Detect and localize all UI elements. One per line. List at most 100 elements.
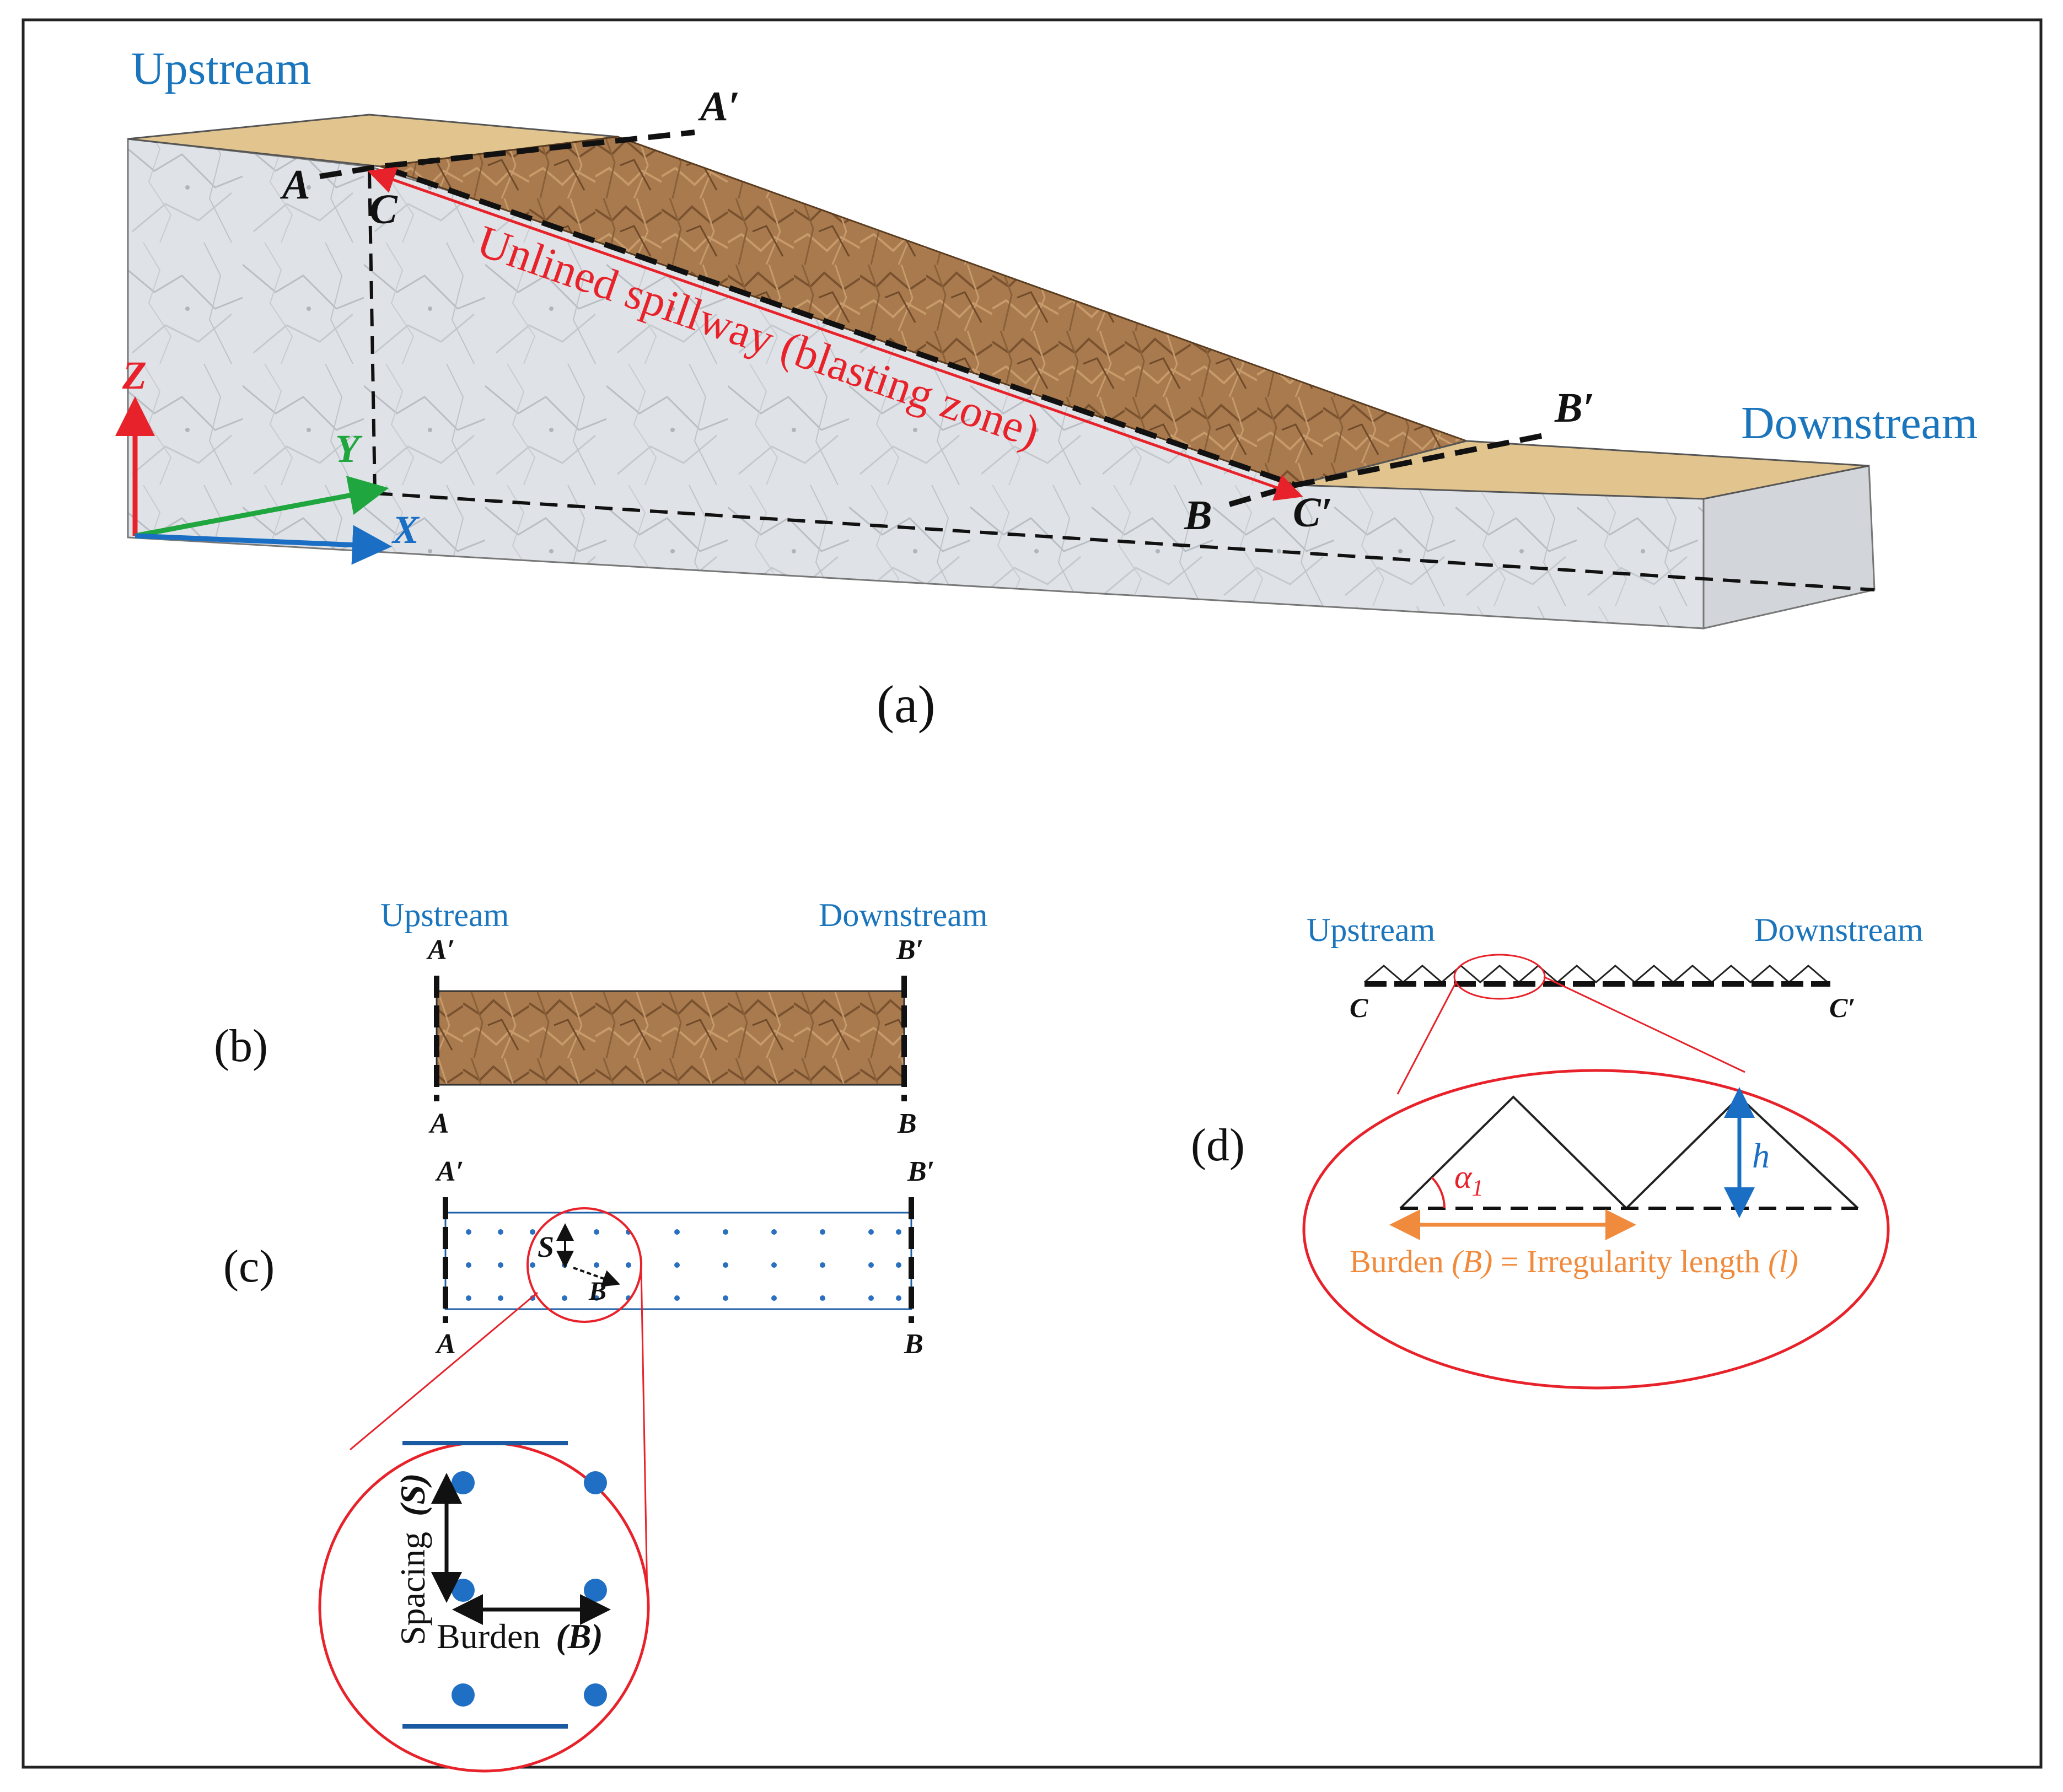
panel-d-label: (d)	[1191, 1120, 1245, 1171]
point-a-c: A	[435, 1328, 456, 1360]
blast-hole-small	[868, 1295, 874, 1301]
blast-hole-small	[466, 1262, 471, 1268]
blast-hole-small	[771, 1229, 777, 1235]
blast-hole-small	[771, 1295, 777, 1301]
blast-hole-small	[723, 1229, 728, 1235]
blast-hole	[584, 1579, 607, 1602]
figure-border	[22, 18, 2043, 1769]
blast-hole-small	[594, 1262, 599, 1268]
point-a-b: A	[428, 1108, 449, 1139]
spacing-label: Spacing (S)	[393, 1473, 432, 1645]
blast-hole	[452, 1579, 475, 1602]
blast-hole-small	[498, 1229, 503, 1235]
downstream-label-d: Downstream	[1754, 912, 1924, 948]
blast-pattern-strip	[444, 1212, 912, 1310]
upstream-label-a: Upstream	[131, 43, 311, 94]
blast-hole-small	[530, 1262, 535, 1268]
blast-hole-small	[562, 1262, 567, 1268]
blast-hole	[452, 1683, 475, 1707]
point-c: C	[369, 186, 398, 233]
blast-hole-small	[498, 1295, 503, 1301]
point-b-prime-b: B′	[896, 934, 923, 966]
blast-hole-small	[466, 1295, 471, 1301]
blast-hole-small	[594, 1295, 599, 1301]
point-a-prime-b: A′	[426, 934, 455, 966]
blast-hole-small	[868, 1262, 874, 1268]
hidden-edges	[368, 170, 1875, 591]
blast-hole-small	[498, 1262, 503, 1268]
panel-b: Upstream Downstream A′ B′ A B (b)	[214, 897, 988, 1139]
blast-hole-small	[530, 1295, 535, 1301]
blast-hole-small	[771, 1262, 777, 1268]
burden-irregularity-label: Burden (B) = Irregularity length (l)	[1350, 1244, 1798, 1279]
x-axis	[135, 525, 392, 565]
blast-hole-small	[466, 1229, 471, 1235]
blast-hole-small	[896, 1295, 901, 1301]
panel-d: Upstream Downstream C C′ α1 h Burden (B)…	[1191, 912, 1924, 1390]
y-axis	[135, 476, 389, 539]
point-b-prime-c: B′	[907, 1156, 934, 1187]
point-c-prime-d: C′	[1829, 992, 1855, 1023]
panel-c-label: (c)	[223, 1241, 275, 1292]
spacing-symbol: (S)	[393, 1473, 432, 1516]
height-symbol: h	[1752, 1136, 1770, 1175]
blast-hole-small	[674, 1295, 680, 1301]
blast-hole-small	[896, 1262, 901, 1268]
blast-hole-small	[674, 1229, 680, 1235]
burden-label: Burden (B)	[437, 1617, 603, 1656]
irregularity-profile	[1364, 965, 1828, 983]
upstream-label-b: Upstream	[380, 897, 509, 933]
blast-hole-small	[868, 1229, 874, 1235]
axis-label-y: Y	[335, 427, 363, 471]
blast-hole	[452, 1471, 475, 1494]
point-b: B	[1184, 492, 1212, 539]
point-b-b: B	[897, 1108, 917, 1139]
blast-hole-small	[626, 1262, 631, 1268]
blast-hole-small	[820, 1262, 825, 1268]
spacing-text: Spacing	[393, 1532, 432, 1645]
point-b-prime: B′	[1554, 385, 1594, 431]
blast-hole-small	[562, 1295, 567, 1301]
zoom-leader-left	[350, 1291, 538, 1451]
upstream-label-d: Upstream	[1307, 912, 1435, 948]
spacing-symbol-small: S	[538, 1230, 554, 1263]
downstream-label-b: Downstream	[819, 897, 988, 933]
panel-b-label: (b)	[214, 1020, 268, 1072]
coordinate-axes	[115, 396, 392, 565]
blast-hole-small	[820, 1229, 825, 1235]
blast-hole-small	[674, 1262, 680, 1268]
blast-hole-small	[820, 1295, 825, 1301]
point-b-c: B	[904, 1328, 923, 1360]
downstream-label-a: Downstream	[1741, 397, 1978, 449]
burden-text: Burden	[437, 1617, 540, 1656]
zoom-circle-c	[527, 1207, 642, 1323]
burden-symbol: (B)	[556, 1617, 603, 1656]
section-line-aa	[319, 130, 695, 179]
blast-hole-small	[896, 1229, 901, 1235]
axis-label-z: Z	[122, 353, 147, 397]
spillway-length-arrow	[367, 166, 1303, 501]
section-b-surface	[436, 990, 905, 1086]
zoom-ellipse-small	[1453, 954, 1546, 1000]
zoom-leader-d-right	[1543, 976, 1745, 1073]
zoom-detail-ellipse	[1302, 1069, 1890, 1390]
axis-label-x: X	[391, 508, 420, 552]
hidden-bottom-edge	[374, 492, 1875, 591]
burden-symbol-small: B	[588, 1277, 606, 1306]
point-a-prime: A′	[698, 83, 740, 130]
zoom-leader-d-left	[1396, 981, 1458, 1095]
blast-hole-small	[723, 1295, 728, 1301]
blast-hole-small	[530, 1229, 535, 1235]
point-a-prime-c: A′	[435, 1156, 464, 1187]
point-c-prime: C′	[1293, 489, 1333, 536]
blast-hole	[584, 1683, 607, 1707]
blast-hole	[584, 1471, 607, 1494]
zoom-leader-right	[640, 1267, 649, 1627]
panel-a-label: (a)	[877, 675, 936, 734]
panel-c: S B A′ B′ A B (c) Spacing (S) Burden (B)	[223, 1156, 934, 1773]
panel-a: Upstream Downstream A′ A C B′ B C′ Z Y X…	[115, 43, 1978, 734]
angle-symbol: α1	[1454, 1159, 1484, 1201]
point-c-d: C	[1350, 992, 1368, 1023]
point-a: A	[280, 162, 310, 208]
